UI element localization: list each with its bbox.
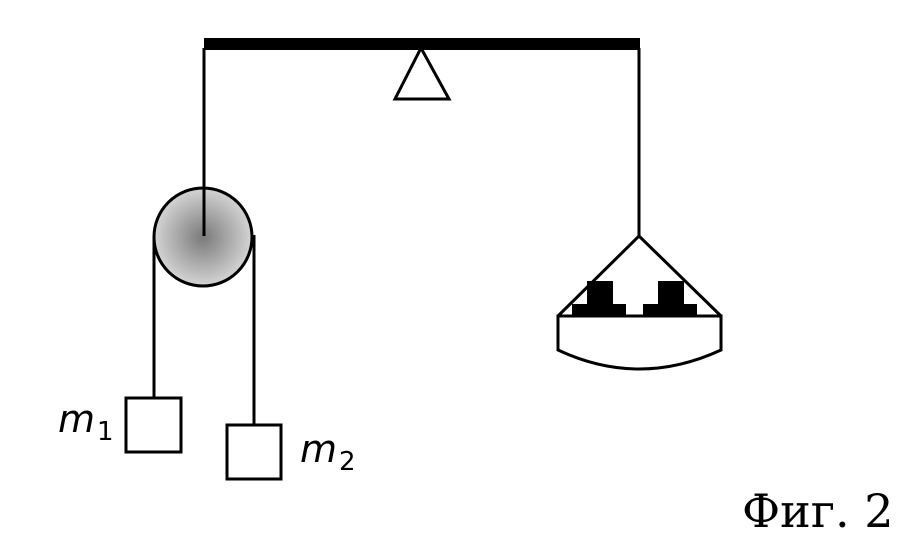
mass-m1-symbol: m xyxy=(58,397,96,441)
figure-caption: Фиг. 2 xyxy=(742,484,894,538)
mass-m1-block xyxy=(124,396,183,454)
mass-m1-subscript: 1 xyxy=(97,417,114,447)
mass-m2-symbol: m xyxy=(300,427,338,471)
mass-m2-label: m2 xyxy=(300,430,356,475)
scale-pan xyxy=(556,314,723,371)
balance-weights xyxy=(572,281,697,316)
weight-right-top xyxy=(658,281,684,305)
weight-right-base xyxy=(643,304,697,316)
pan-suspension-strings xyxy=(556,233,723,318)
weight-left-top xyxy=(587,281,613,305)
weight-left-base xyxy=(572,304,626,316)
fulcrum-triangle xyxy=(392,44,452,101)
balance-beam xyxy=(204,38,640,50)
mass-m2-block xyxy=(225,423,283,481)
mass-m2-subscript: 2 xyxy=(339,447,356,477)
mass-m1-label: m1 xyxy=(58,400,114,445)
